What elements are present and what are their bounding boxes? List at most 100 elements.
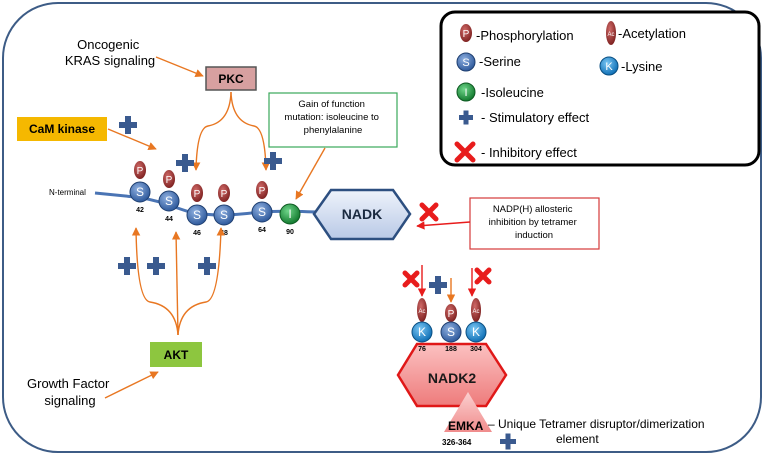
kras-to-pkc-arrow (155, 56, 204, 78)
legend-serine-label: -Serine (479, 54, 521, 69)
nadk-hexagon: NADK (312, 188, 412, 241)
pkc-to-s64-arrow (230, 91, 271, 171)
mutation-note: Gain of function mutation: isoleucine to… (268, 92, 398, 148)
residue-number: 46 (193, 230, 201, 237)
residue-number: 304 (470, 346, 482, 353)
akt-plus-icon-2 (147, 257, 165, 275)
svg-text:P: P (221, 189, 228, 200)
residue-letter: S (258, 205, 266, 219)
svg-text:P: P (166, 175, 173, 186)
svg-text:K: K (605, 61, 613, 73)
s188-plus-icon (429, 276, 447, 294)
inhibition-to-nadk-arrow (416, 221, 471, 230)
residue-letter: S (165, 194, 173, 208)
legend-isoleucine-icon: I (456, 82, 476, 102)
pkc-plus-icon-right (264, 152, 282, 170)
legend-serine-icon: S (456, 52, 476, 72)
residue-number: 44 (165, 216, 173, 223)
akt-plus-icon-1 (118, 257, 136, 275)
legend-stim-label: - Stimulatory effect (481, 110, 590, 125)
residue-letter: S (193, 208, 201, 222)
svg-text:P: P (448, 309, 455, 320)
legend-phospho-icon: P (460, 24, 472, 42)
svg-text:PKC: PKC (218, 72, 244, 86)
residue-s46: PS 46 (186, 184, 208, 237)
phospho-mark: P (163, 170, 175, 188)
legend-box (439, 10, 761, 167)
legend-lysine-label: -Lysine (621, 59, 662, 74)
residue-letter: S (447, 325, 455, 339)
nadk2-hexagon: NADK2 (396, 342, 508, 408)
emka-description: – Unique Tetramer disruptor/dimerization… (488, 417, 708, 446)
emka-label: EMKA (448, 419, 484, 433)
n-terminal-label: N-terminal (49, 188, 86, 197)
residue-letter: K (472, 325, 480, 339)
camk-plus-icon (119, 116, 137, 134)
growth-factor-label: Growth Factor signaling (27, 376, 113, 408)
akt-to-s46-arrow (171, 231, 181, 336)
mutation-to-i90-arrow (295, 147, 326, 200)
legend-plus-icon (459, 110, 473, 125)
svg-text:Ac: Ac (607, 32, 614, 38)
residue-letter: I (288, 207, 291, 221)
pkc-to-s48-arrow (191, 91, 232, 171)
svg-text:NADK2: NADK2 (428, 370, 476, 386)
svg-text:Gain of function mutatio: Gain of function mutation: isoleucine to… (284, 99, 381, 136)
camk-to-s42-arrow (107, 128, 157, 150)
nadk-cross-icon (419, 202, 439, 222)
residue-ball (440, 321, 462, 343)
legend-inhib-label: - Inhibitory effect (481, 145, 577, 160)
residue-number: 42 (136, 207, 144, 214)
residue-number: 188 (445, 346, 457, 353)
residue-number: 64 (258, 227, 266, 234)
svg-text:Ac: Ac (418, 309, 425, 315)
phospho-mark: P (218, 184, 230, 202)
svg-text:I: I (464, 87, 467, 99)
svg-text:P: P (137, 166, 144, 177)
residue-number: 76 (418, 346, 426, 353)
svg-text:S: S (462, 57, 469, 69)
residue-letter: S (136, 185, 144, 199)
residue-s64: PS 64 (251, 181, 273, 234)
residue-ball (158, 190, 180, 212)
nadk2-residue-s188: PS 188 (440, 304, 462, 353)
camk-box: CaM kinase (17, 117, 107, 141)
emka-range: 326-364 (442, 438, 472, 447)
emka-triangle (444, 392, 492, 432)
svg-text:Ac: Ac (472, 309, 479, 315)
phospho-mark: P (445, 304, 457, 322)
akt-plus-icon-3 (198, 257, 216, 275)
inhibition-note: NADP(H) allosteric inhibition by tetrame… (469, 197, 600, 250)
nadk2-residue-k304: AcK 304 (465, 298, 487, 353)
residue-ball (465, 321, 487, 343)
svg-text:P: P (259, 186, 266, 197)
legend-lysine-icon: K (599, 56, 619, 76)
svg-text:NADK: NADK (342, 206, 382, 222)
residue-number: 90 (286, 229, 294, 236)
phospho-mark: P (134, 161, 146, 179)
svg-text:P: P (463, 29, 470, 40)
legend-acetyl-icon: Ac (606, 21, 616, 45)
kras-signal-label: Oncogenic KRAS signaling (65, 37, 155, 68)
pkc-box: PKC (205, 66, 257, 91)
akt-to-s42-arrow (131, 227, 179, 336)
k76-cross-icon (402, 270, 420, 288)
legend-cross-icon (454, 141, 476, 163)
legend-acetyl-label: -Acetylation (618, 26, 686, 41)
svg-text:AKT: AKT (164, 348, 189, 362)
residue-ball (411, 321, 433, 343)
residue-i90: I 90 (279, 203, 301, 236)
svg-text:CaM kinase: CaM kinase (29, 122, 95, 136)
residue-ball (213, 204, 235, 226)
residue-ball (129, 181, 151, 203)
phospho-mark: P (191, 184, 203, 202)
akt-to-s48-arrow (177, 227, 225, 336)
pkc-plus-icon-left (176, 154, 194, 172)
svg-text:NADP(H) allosteric inhib: NADP(H) allosteric inhibition by tetrame… (489, 204, 580, 241)
